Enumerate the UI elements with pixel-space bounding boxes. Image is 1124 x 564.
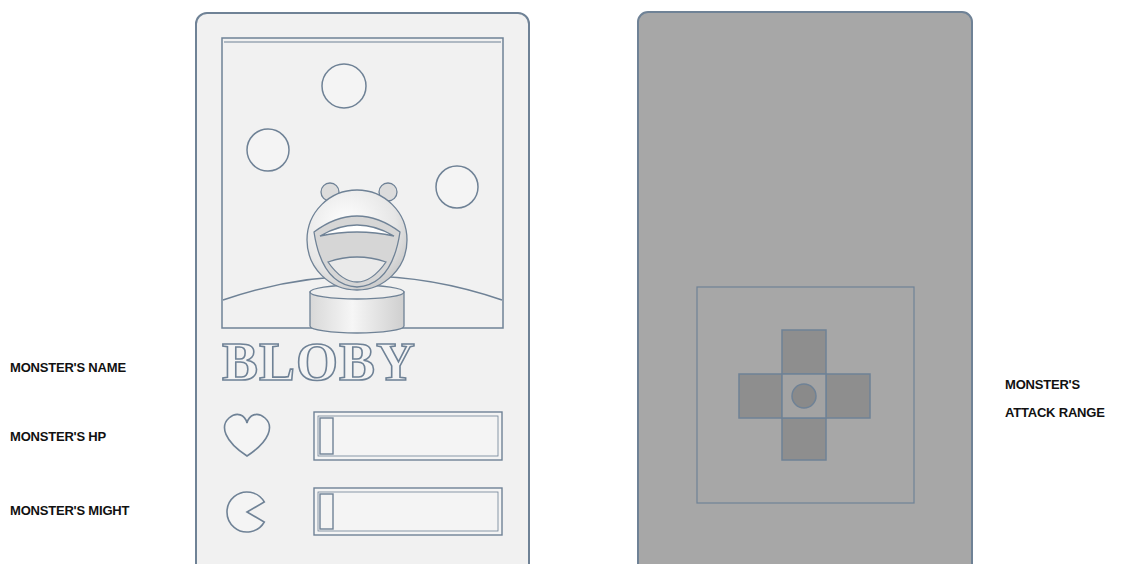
callout-label: MONSTER'S MIGHT — [10, 497, 180, 525]
stat-bar — [314, 412, 502, 535]
card-back — [638, 12, 972, 564]
callout-label: MONSTER'S HP — [10, 423, 180, 451]
callout-label: MONSTER'S ATTACK RANGE — [1005, 371, 1117, 427]
bubble — [247, 64, 478, 208]
picture-frame — [222, 38, 503, 328]
attack-range-cross — [739, 330, 870, 460]
callout-label: MONSTER'S NAME — [10, 354, 180, 382]
card-front: BLOBY — [195, 12, 530, 564]
might-icon — [227, 492, 264, 532]
heart-icon — [225, 414, 270, 456]
monster-name: BLOBY — [222, 335, 416, 389]
range-frame — [697, 287, 914, 503]
monster-figure — [307, 183, 407, 333]
